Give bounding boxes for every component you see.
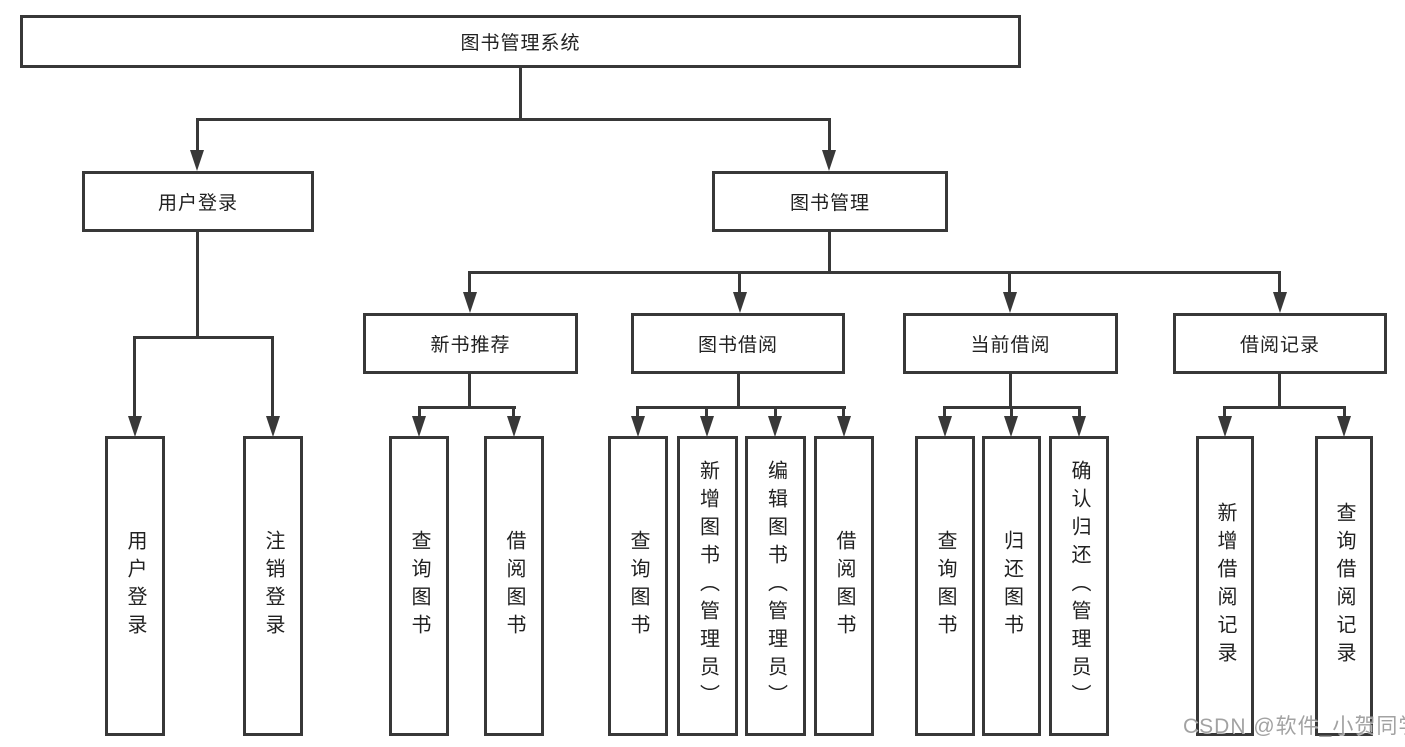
connector-root-stem	[519, 68, 522, 121]
leaf-label: 查询图书	[627, 530, 649, 642]
connector-line	[418, 406, 421, 418]
leaf-confirm-return-admin: 确认归还（管理员）	[1049, 436, 1109, 736]
leaf-label: 查询图书	[934, 530, 956, 642]
leaf-label: 新增图书（管理员）	[696, 460, 719, 712]
arrowhead-down	[1003, 292, 1017, 313]
leaf-query-borrow-record: 查询借阅记录	[1315, 436, 1373, 736]
arrowhead-down	[266, 416, 280, 437]
connector-line	[512, 406, 515, 418]
leaf-user-login: 用户登录	[105, 436, 165, 736]
arrowhead-down	[1072, 416, 1086, 437]
connector-stem	[468, 373, 471, 409]
node-book-management: 图书管理	[712, 171, 948, 232]
node-borrowing-records: 借阅记录	[1173, 313, 1387, 374]
arrowhead-down	[938, 416, 952, 437]
connector-line	[828, 118, 831, 151]
arrowhead-down	[733, 292, 747, 313]
connector-line	[738, 271, 741, 294]
leaf-label: 编辑图书（管理员）	[764, 460, 787, 712]
leaf-label: 查询借阅记录	[1333, 502, 1355, 670]
node-label: 当前借阅	[970, 335, 1051, 356]
leaf-label: 借阅图书	[503, 530, 525, 642]
arrowhead-down	[1218, 416, 1232, 437]
arrowhead-down	[700, 416, 714, 437]
connector-user-login-branch	[133, 336, 274, 339]
arrowhead-down	[1337, 416, 1351, 437]
connector-line	[943, 406, 946, 418]
connector-line	[1008, 271, 1011, 294]
connector-line	[705, 406, 708, 418]
leaf-return-books: 归还图书	[982, 436, 1041, 736]
connector-line	[1343, 406, 1346, 418]
connector-book-mgmt-branch	[469, 271, 1281, 274]
connector-line	[1078, 406, 1081, 418]
node-new-book-recommendation: 新书推荐	[363, 313, 578, 374]
node-label: 新书推荐	[430, 335, 511, 356]
leaf-label: 借阅图书	[833, 530, 855, 642]
node-label: 用户登录	[157, 193, 238, 214]
arrowhead-down	[463, 292, 477, 313]
leaf-add-book-admin: 新增图书（管理员）	[677, 436, 738, 736]
watermark: CSDN @软件_小贺同学	[1183, 715, 1405, 738]
arrowhead-down	[412, 416, 426, 437]
leaf-edit-book-admin: 编辑图书（管理员）	[745, 436, 806, 736]
connector-line	[1278, 271, 1281, 294]
connector-root-branch	[196, 118, 831, 121]
connector-branch	[1223, 406, 1346, 409]
connector-line	[636, 406, 639, 418]
connector-line	[1223, 406, 1226, 418]
connector-branch	[418, 406, 516, 409]
arrowhead-down	[768, 416, 782, 437]
node-label: 图书借阅	[697, 335, 778, 356]
arrowhead-down	[837, 416, 851, 437]
leaf-add-borrow-record: 新增借阅记录	[1196, 436, 1254, 736]
arrowhead-down	[190, 150, 204, 171]
arrowhead-down	[822, 150, 836, 171]
leaf-label: 新增借阅记录	[1214, 502, 1236, 670]
connector-book-mgmt-stem	[828, 232, 831, 274]
arrowhead-down	[631, 416, 645, 437]
arrowhead-down	[507, 416, 521, 437]
leaf-query-books-recommend: 查询图书	[389, 436, 449, 736]
leaf-query-books-borrowing: 查询图书	[608, 436, 668, 736]
node-label: 图书管理系统	[460, 33, 581, 54]
node-user-login: 用户登录	[82, 171, 314, 232]
leaf-label: 归还图书	[1000, 530, 1023, 642]
connector-line	[468, 271, 471, 294]
arrowhead-down	[128, 416, 142, 437]
connector-branch	[636, 406, 846, 409]
leaf-borrow-books-borrowing: 借阅图书	[814, 436, 874, 736]
connector-user-login-stem	[196, 232, 199, 338]
connector-line	[842, 406, 845, 418]
node-current-borrowing: 当前借阅	[903, 313, 1118, 374]
leaf-label: 确认归还（管理员）	[1068, 460, 1090, 712]
leaf-label: 注销登录	[262, 530, 284, 642]
connector-stem	[1278, 373, 1281, 409]
connector-line	[133, 336, 136, 417]
connector-stem	[1009, 373, 1012, 409]
arrowhead-down	[1273, 292, 1287, 313]
node-book-borrowing: 图书借阅	[631, 313, 845, 374]
connector-line	[196, 118, 199, 151]
node-label: 图书管理	[789, 193, 870, 214]
node-library-management-system: 图书管理系统	[20, 15, 1021, 68]
arrowhead-down	[1004, 416, 1018, 437]
leaf-borrow-books-recommend: 借阅图书	[484, 436, 544, 736]
connector-line	[271, 336, 274, 417]
connector-line	[774, 406, 777, 418]
leaf-query-books-current: 查询图书	[915, 436, 975, 736]
connector-line	[1010, 406, 1013, 418]
connector-stem	[737, 373, 740, 409]
leaf-label: 用户登录	[124, 530, 146, 642]
node-label: 借阅记录	[1239, 335, 1320, 356]
leaf-logout: 注销登录	[243, 436, 303, 736]
leaf-label: 查询图书	[408, 530, 430, 642]
